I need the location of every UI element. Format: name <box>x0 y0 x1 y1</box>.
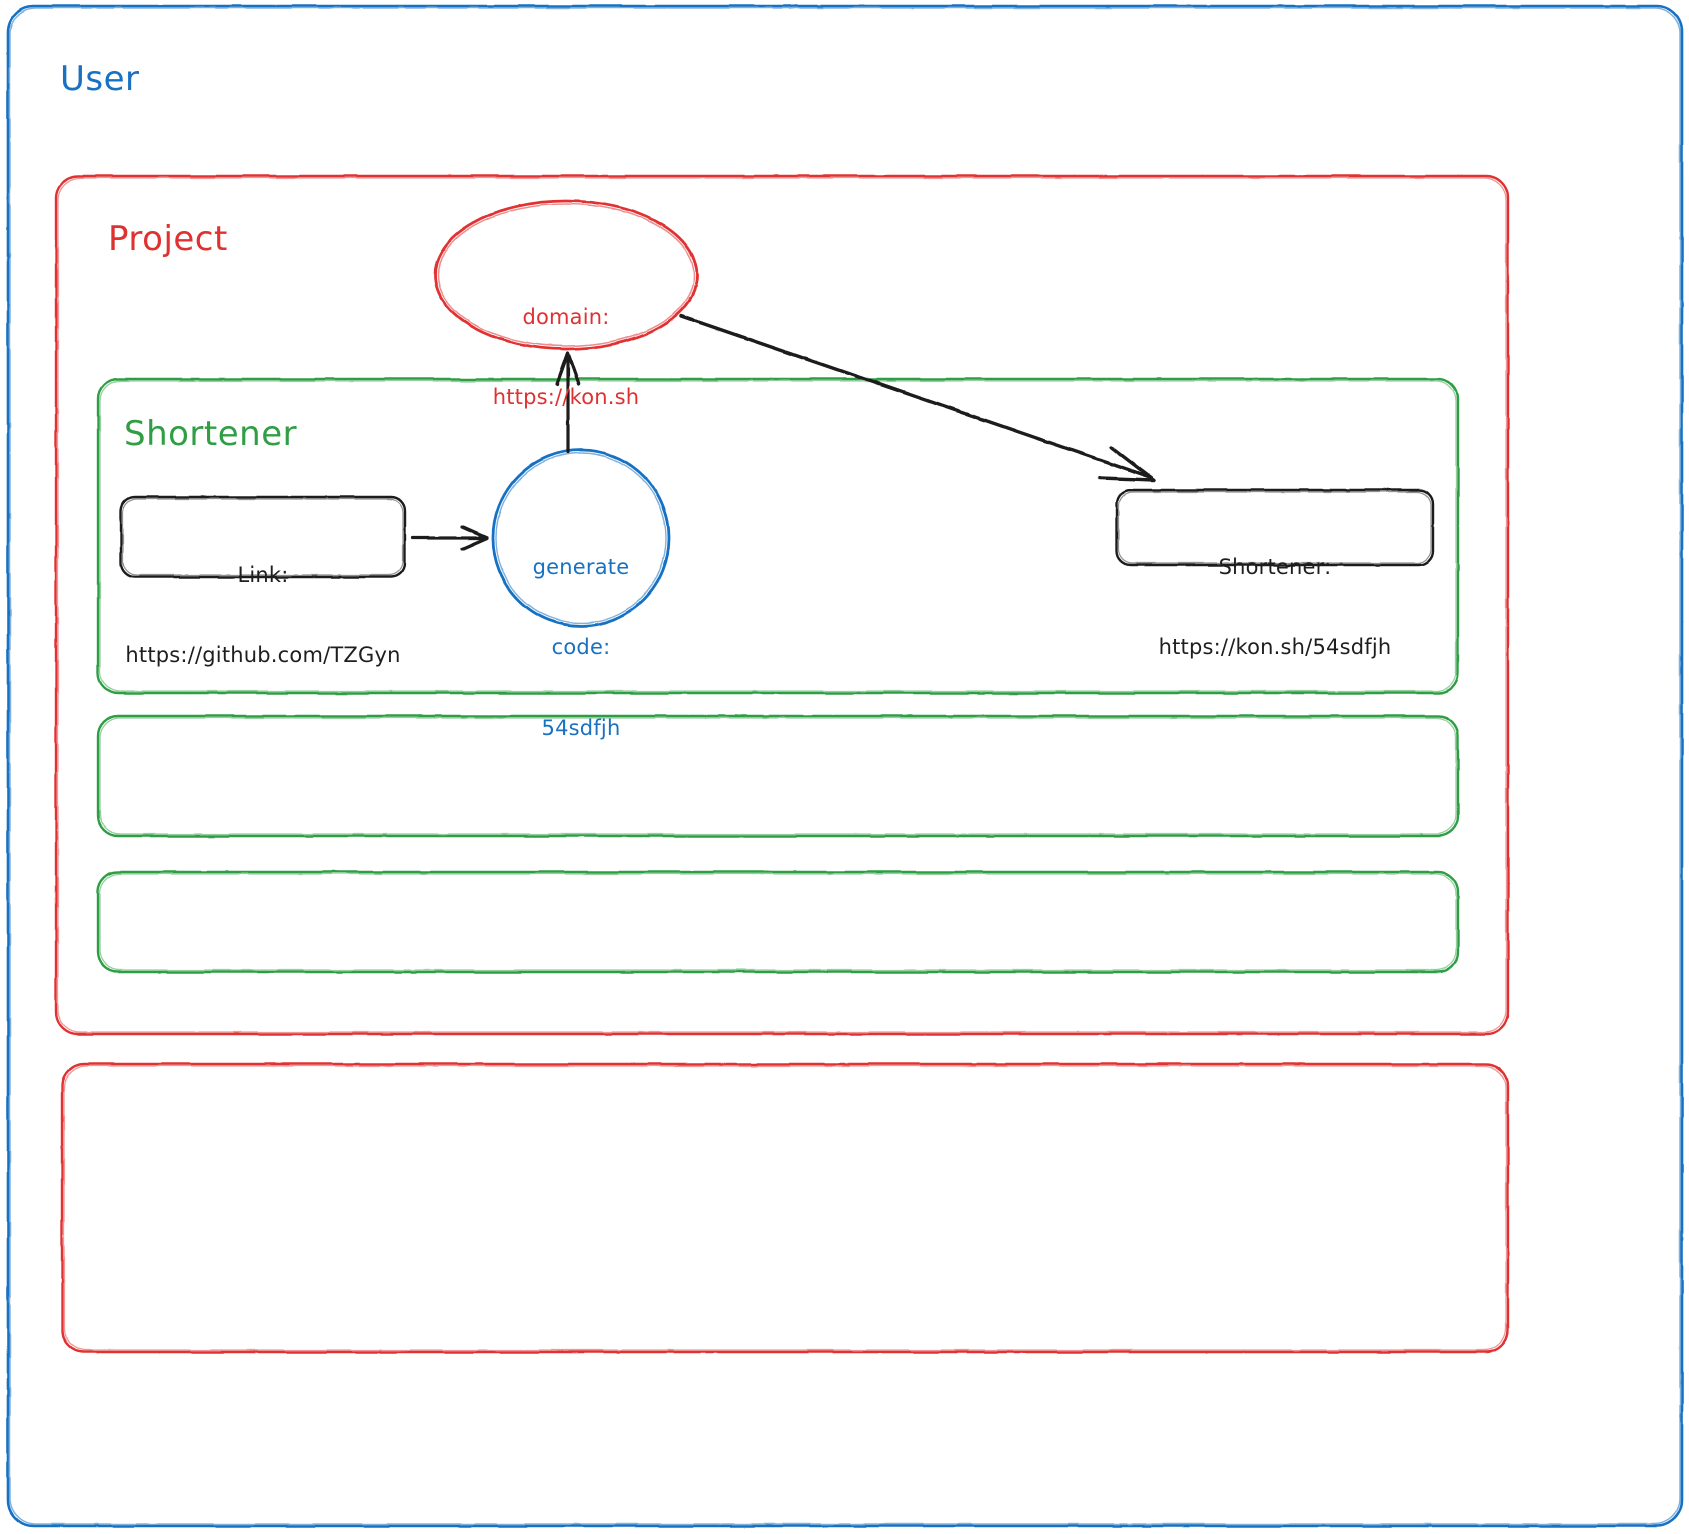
arrow-link-to-generate <box>411 525 489 551</box>
container-project-border[interactable] <box>54 174 1510 1036</box>
container-empty-green-2-border[interactable] <box>96 870 1460 974</box>
container-user-border[interactable] <box>6 4 1684 1528</box>
node-domain-ellipse-shape[interactable] <box>433 199 699 351</box>
node-generate-circle-shape[interactable] <box>491 448 671 628</box>
node-link-box-shape[interactable] <box>119 495 407 579</box>
node-shortener-result-box-shape[interactable] <box>1115 488 1435 567</box>
arrow-domain-to-shortener-result <box>679 314 1156 482</box>
container-shortener-border[interactable] <box>96 377 1460 695</box>
container-empty-green-1-border[interactable] <box>96 714 1460 838</box>
container-empty-red-1-border[interactable] <box>60 1062 1510 1354</box>
arrow-generate-to-domain <box>555 351 581 454</box>
